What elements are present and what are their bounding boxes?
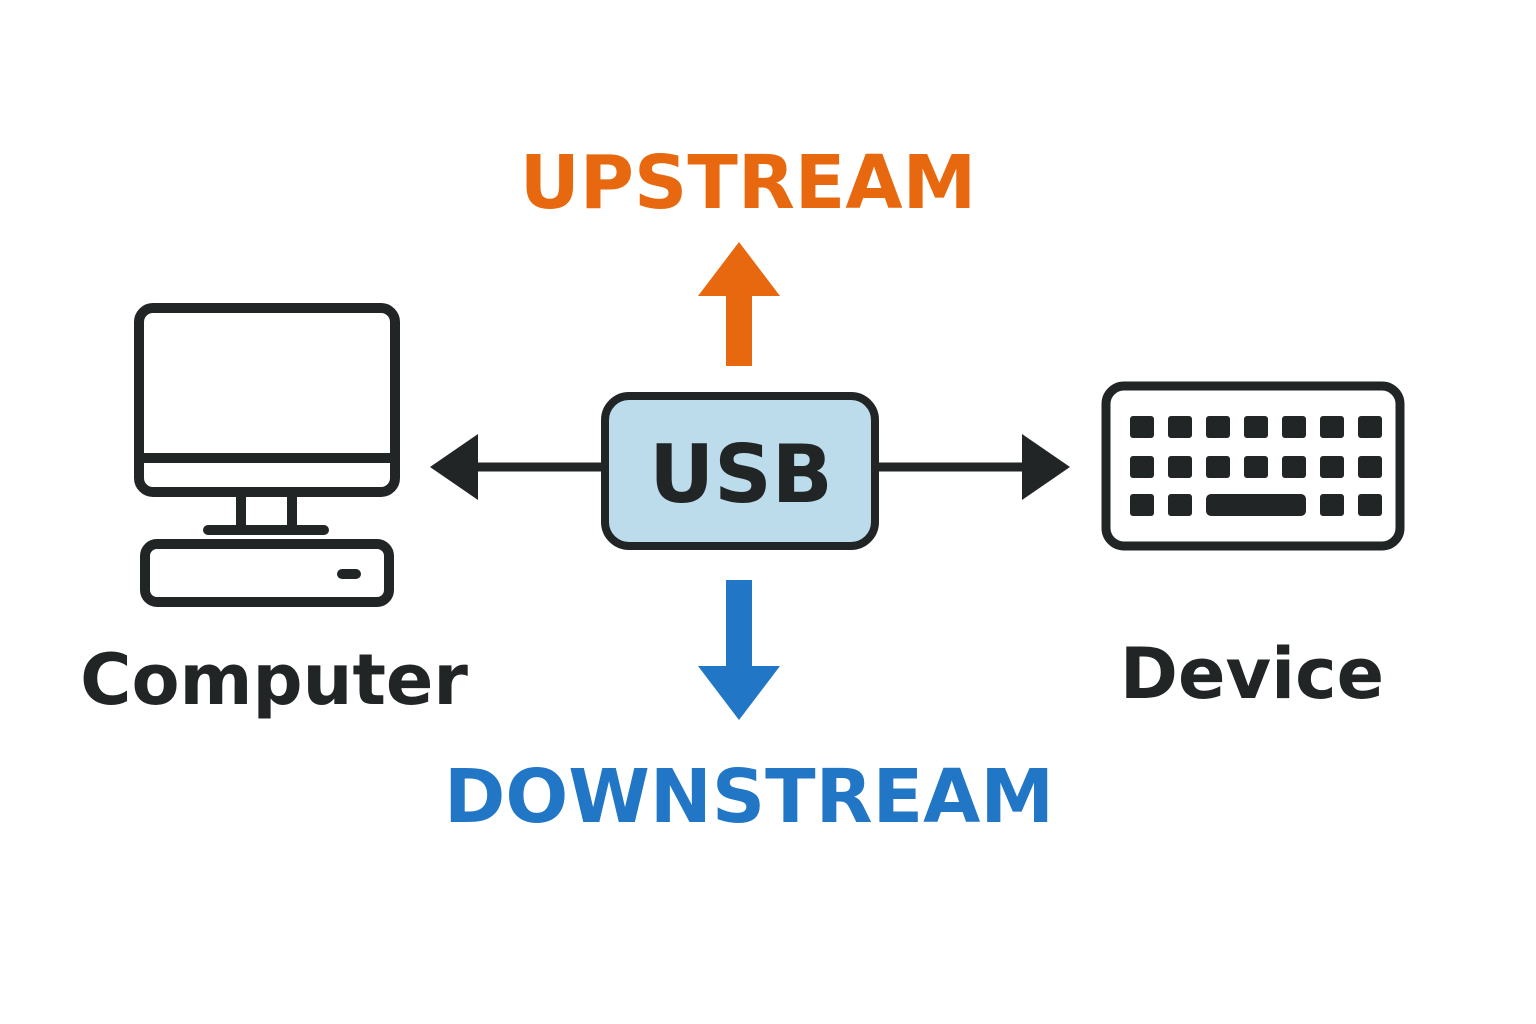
right-arrow-icon <box>876 434 1070 500</box>
desktop-computer-icon <box>134 303 400 607</box>
device-label: Device <box>1120 633 1384 715</box>
downstream-label: DOWNSTREAM <box>444 754 1054 840</box>
left-arrow-icon <box>430 434 606 500</box>
computer-label: Computer <box>80 639 468 721</box>
usb-box <box>601 392 879 550</box>
downstream-arrow-icon <box>698 580 780 720</box>
usb-label: USB <box>649 428 833 521</box>
keyboard-icon <box>1101 381 1405 551</box>
upstream-arrow-icon <box>698 242 780 366</box>
upstream-label: UPSTREAM <box>520 140 977 226</box>
